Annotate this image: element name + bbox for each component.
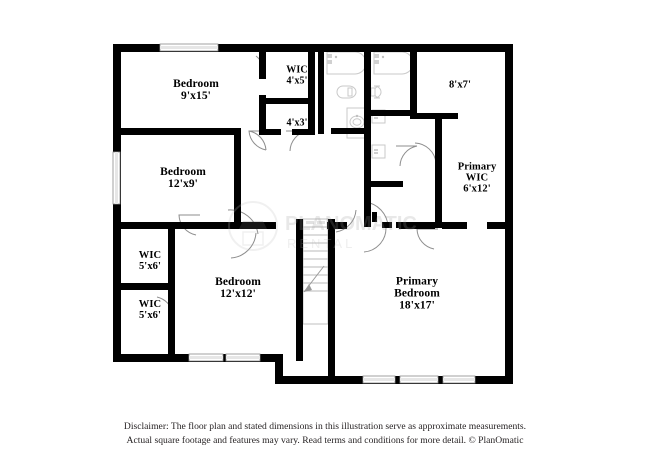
disclaimer-line-1: Disclaimer: The floor plan and stated di… [123,421,527,432]
disclaimer: Disclaimer: The floor plan and stated di… [0,420,650,447]
staircase [302,218,329,325]
walls [113,44,513,384]
disclaimer-line-2: Actual square footage and features may v… [126,434,524,446]
windows [112,43,476,384]
